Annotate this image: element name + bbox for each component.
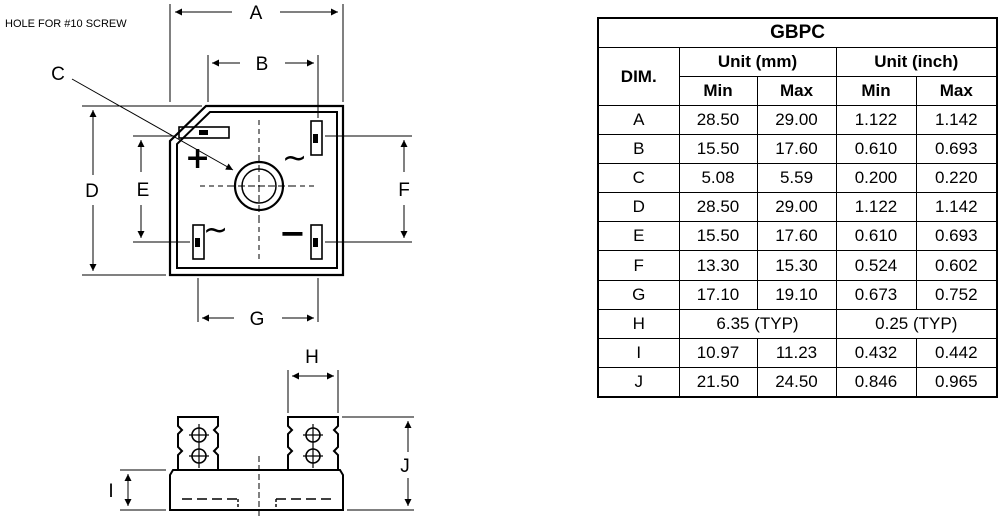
mm-max-cell: 24.50 [756,366,837,398]
dim-cell: I [597,337,680,368]
package-outline-drawing: HOLE FOR #10 SCREW [5,3,414,519]
side-body [169,469,344,511]
inch-min-cell: 0.524 [835,250,917,281]
side-dimension-lines [124,372,412,506]
dim-label-h: H [305,347,319,368]
mm-typ-cell: 6.35 (TYP) [678,308,837,339]
inch-min-cell: 0.673 [835,279,917,310]
table-row: H 6.35 (TYP) 0.25 (TYP) [597,308,998,339]
terminal-minus [310,224,323,260]
dim-label-i: I [108,481,113,502]
side-view [120,370,414,519]
terminal-plus [178,126,230,139]
inch-max-cell: 0.693 [915,134,998,165]
table-row: I 10.97 11.23 0.432 0.442 [597,337,998,368]
side-terminal-right [287,416,339,471]
inch-min-header: Min [835,76,917,106]
dim-cell: B [597,134,680,165]
table-row: B 15.50 17.60 0.610 0.693 [597,134,998,165]
inch-max-cell: 0.965 [915,366,998,398]
dim-cell: A [597,104,680,136]
dim-label-e: E [137,180,150,201]
inch-max-cell: 0.602 [915,250,998,281]
dim-cell: H [597,308,680,339]
dim-cell: G [597,279,680,310]
dim-label-j: J [400,456,410,477]
inch-min-cell: 0.432 [835,337,917,368]
dim-cell: F [597,250,680,281]
dimension-table: GBPC DIM. Unit (mm) Unit (inch) Min Max … [597,17,999,398]
ac-symbol-top: ~ [282,141,307,176]
screw-hole-note: HOLE FOR #10 SCREW [5,18,127,30]
mm-max-cell: 15.30 [756,250,837,281]
dim-cell: E [597,221,680,252]
mm-max-cell: 29.00 [756,192,837,223]
ac-symbol-bottom: ~ [203,213,228,248]
inch-max-cell: 0.752 [915,279,998,310]
inch-max-cell: 1.142 [915,104,998,136]
dim-label-f: F [398,180,410,201]
mm-min-cell: 10.97 [678,337,758,368]
top-view [82,4,412,322]
mm-max-cell: 19.10 [756,279,837,310]
terminal-ac-top [310,120,323,156]
table-row: C 5.08 5.59 0.200 0.220 [597,163,998,194]
mm-max-cell: 17.60 [756,221,837,252]
mm-min-cell: 5.08 [678,163,758,194]
mm-max-cell: 5.59 [756,163,837,194]
mm-min-cell: 15.50 [678,134,758,165]
inch-min-cell: 0.200 [835,163,917,194]
dimension-lines [71,8,408,322]
mm-min-cell: 28.50 [678,104,758,136]
table-row: J 21.50 24.50 0.846 0.965 [597,366,998,398]
plus-symbol: + [185,141,210,176]
mm-min-header: Min [678,76,758,106]
unit-inch-header: Unit (inch) [835,47,998,77]
inch-min-cell: 1.122 [835,104,917,136]
dim-cell: C [597,163,680,194]
inch-max-cell: 0.442 [915,337,998,368]
terminal-ac-bottom [192,224,205,260]
table-row: G 17.10 19.10 0.673 0.752 [597,279,998,310]
mm-min-cell: 17.10 [678,279,758,310]
mm-min-cell: 28.50 [678,192,758,223]
body-outline [168,104,345,277]
dim-cell: J [597,366,680,398]
inch-max-cell: 0.693 [915,221,998,252]
side-terminal-left [177,416,219,471]
inch-typ-cell: 0.25 (TYP) [835,308,998,339]
mm-min-cell: 13.30 [678,250,758,281]
mm-max-cell: 17.60 [756,134,837,165]
inch-min-cell: 0.846 [835,366,917,398]
table-row: A 28.50 29.00 1.122 1.142 [597,104,998,136]
table-row: E 15.50 17.60 0.610 0.693 [597,221,998,252]
minus-symbol: − [279,214,306,252]
dim-label-c: C [51,64,65,85]
dim-label-a: A [250,3,263,24]
dim-header: DIM. [597,47,680,106]
dim-cell: D [597,192,680,223]
inch-min-cell: 1.122 [835,192,917,223]
inch-min-cell: 0.610 [835,221,917,252]
mm-max-cell: 11.23 [756,337,837,368]
dim-label-b: B [256,54,269,75]
table-row: F 13.30 15.30 0.524 0.602 [597,250,998,281]
dim-label-d: D [85,181,99,202]
table-row: D 28.50 29.00 1.122 1.142 [597,192,998,223]
inch-max-header: Max [915,76,998,106]
mm-min-cell: 21.50 [678,366,758,398]
unit-mm-header: Unit (mm) [678,47,837,77]
inch-min-cell: 0.610 [835,134,917,165]
table-title: GBPC [597,17,998,48]
mm-min-cell: 15.50 [678,221,758,252]
inch-max-cell: 0.220 [915,163,998,194]
dim-label-g: G [250,309,265,330]
inch-max-cell: 1.142 [915,192,998,223]
mm-max-cell: 29.00 [756,104,837,136]
mm-max-header: Max [756,76,837,106]
